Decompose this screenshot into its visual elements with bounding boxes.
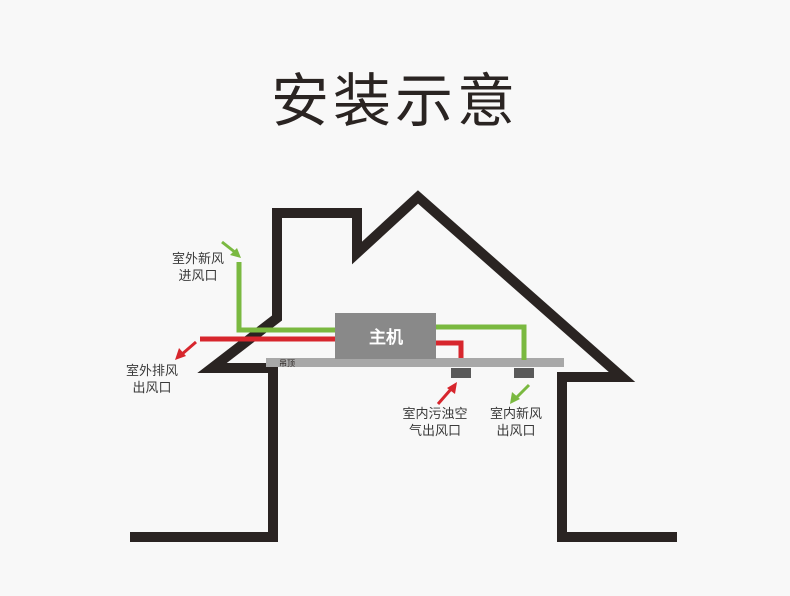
dirty-air-vent — [451, 368, 471, 378]
fresh-air-inlet-duct — [236, 262, 336, 333]
fresh-air-supply-duct — [436, 324, 527, 360]
label-indoor-fresh-outlet: 室内新风 出风口 — [489, 407, 542, 439]
host-label: 主机 — [369, 327, 403, 348]
label-outdoor-exhaust-outlet: 室外排风 出风口 — [125, 364, 178, 396]
fresh-air-vent — [514, 368, 534, 378]
host-unit — [335, 313, 436, 359]
ceiling-slab — [266, 358, 564, 367]
label-outdoor-fresh-inlet: 室外新风 进风口 — [171, 252, 224, 284]
house-outline — [130, 190, 677, 542]
label-indoor-dirty-air-outlet: 室内污浊空 气出风口 — [402, 407, 468, 439]
arrow-dirty-air-intake — [436, 382, 457, 405]
ceiling-label: 吊顶 — [279, 359, 295, 368]
page-title: 安装示意 — [270, 67, 519, 135]
exhaust-intake-duct — [436, 340, 464, 358]
arrow-outdoor-fresh-inlet — [221, 240, 241, 258]
arrow-outdoor-exhaust — [175, 340, 197, 360]
arrow-fresh-air-outlet — [510, 383, 531, 404]
